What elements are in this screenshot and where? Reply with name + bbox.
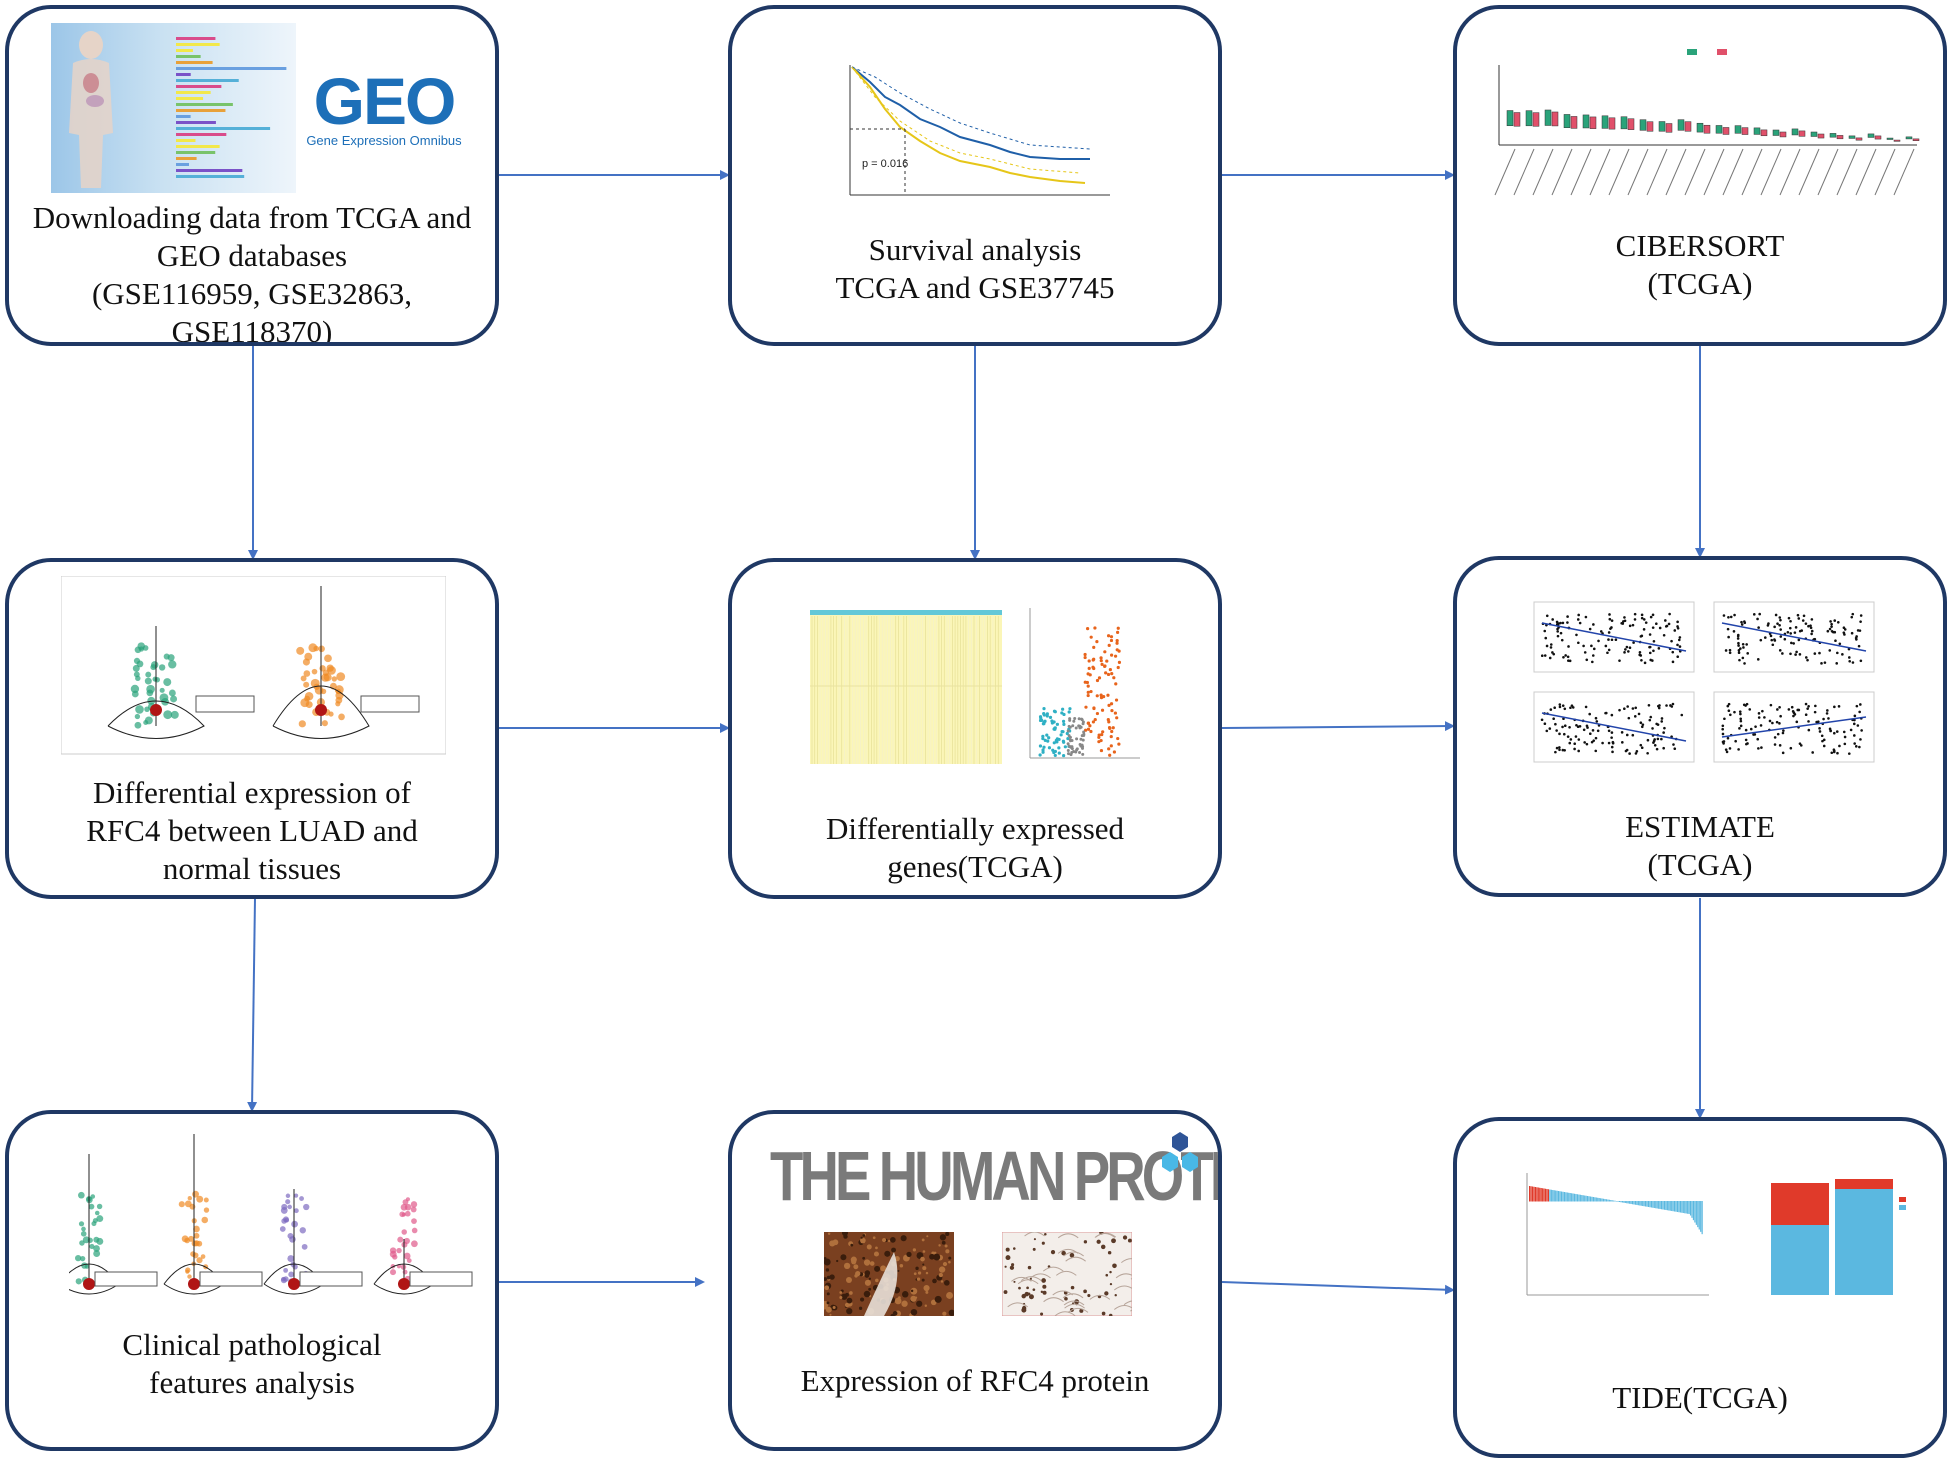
geo-logo-text: GEO [313, 64, 457, 138]
tide-plot-image [1526, 1173, 1906, 1296]
node-protein-caption: Expression of RFC4 protein [800, 1363, 1150, 1398]
ihc-tumor-image [824, 1232, 954, 1316]
clinical-violin-image [69, 1134, 473, 1295]
node-estimate: ESTIMATE (TCGA) [1453, 556, 1947, 897]
hpa-logo-text: THE HUMAN PROTEIN ATLAS [770, 1137, 1218, 1215]
estimate-scatter-image [1533, 601, 1875, 763]
node-cibersort: CIBERSORT (TCGA) [1453, 5, 1947, 346]
node-estimate-caption: ESTIMATE (TCGA) [1625, 809, 1775, 882]
geo-logo-subtitle: Gene Expression Omnibus [306, 133, 462, 148]
node-degs: Differentially expressed genes(TCGA) [728, 558, 1222, 899]
geo-logo: GEO Gene Expression Omnibus [299, 64, 469, 148]
node-tide-caption: TIDE(TCGA) [1612, 1380, 1788, 1415]
node-clinical-features: Clinical pathological features analysis [5, 1110, 499, 1451]
node-cibersort-caption: CIBERSORT (TCGA) [1615, 228, 1785, 301]
node-protein-expression: THE HUMAN PROTEIN ATLAS Expression of RF… [728, 1110, 1222, 1451]
km-pvalue-label: p = 0.016 [862, 158, 908, 170]
hpa-logo-icon [1162, 1132, 1198, 1172]
degs-heatmap-volcano-image [810, 608, 1140, 764]
node-degs-caption: Differentially expressed genes(TCGA) [825, 811, 1125, 884]
node-clinical-caption: Clinical pathological features analysis [122, 1327, 382, 1400]
arrow-degs-to-estimate [1221, 721, 1455, 732]
node-survival-analysis: p = 0.016 Survival analysis TCGA and GSE… [728, 5, 1222, 346]
node-download-data: GEO Gene Expression Omnibus Downloading … [5, 5, 499, 346]
node-tide: TIDE(TCGA) [1453, 1117, 1947, 1458]
km-curve-image: p = 0.016 [849, 65, 1110, 196]
cibersort-boxplot-image [1494, 49, 1920, 196]
violin-plot-image [61, 576, 446, 755]
arrow-diffexp-to-clinical [247, 897, 258, 1112]
node-survival-caption: Survival analysis TCGA and GSE37745 [835, 232, 1115, 305]
node-diffexp-caption: Differential expression of RFC4 between … [86, 775, 418, 886]
arrow-protein-to-tide [1221, 1281, 1455, 1295]
ihc-normal-image [1002, 1232, 1132, 1316]
node-differential-expression: Differential expression of RFC4 between … [5, 558, 499, 899]
node-download-caption: Downloading data from TCGA and GEO datab… [32, 200, 472, 346]
body-site-bar-chart-image [51, 23, 296, 193]
